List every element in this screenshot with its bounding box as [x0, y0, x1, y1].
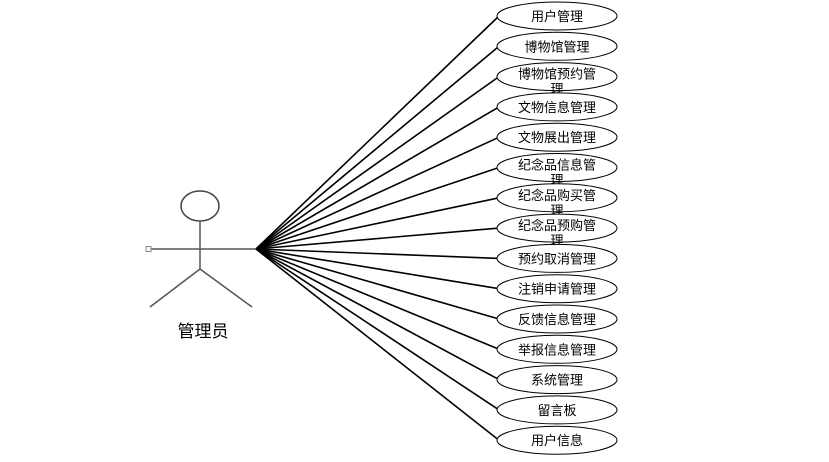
association-line — [255, 15, 500, 250]
use-case-label: 用户信息 — [531, 433, 583, 449]
actor-label: 管理员 — [178, 322, 229, 342]
use-case-ellipse — [496, 243, 618, 273]
use-case-label: 注销申请管理 — [518, 283, 596, 298]
use-case-label: 纪念品购买管 — [518, 188, 596, 204]
use-case-ellipse — [496, 395, 618, 425]
use-case-label: 纪念品信息管 — [518, 158, 596, 174]
association-line — [255, 248, 500, 351]
use-case-label: 举报信息管理 — [518, 342, 596, 358]
use-case-ellipse — [496, 92, 618, 122]
association-line — [255, 136, 500, 250]
association-line — [255, 248, 500, 381]
association-line — [255, 248, 500, 260]
actor-left-leg — [149, 268, 201, 308]
use-case-label: 预约取消管理 — [518, 252, 596, 267]
use-case-ellipse — [496, 31, 618, 61]
use-case: 预约取消管理 — [496, 243, 618, 273]
association-line — [255, 248, 500, 290]
actor-arm-handle — [145, 246, 152, 252]
use-case-group: 用户管理博物馆管理博物馆预约管理文物信息管理文物展出管理纪念品信息管理纪念品购买… — [496, 1, 618, 455]
association-line — [255, 248, 500, 320]
use-case: 文物信息管理 — [496, 92, 618, 122]
use-case: 文物展出管理 — [496, 122, 618, 152]
use-case-ellipse — [496, 365, 618, 395]
actor-right-leg — [199, 268, 253, 308]
actor-administrator: 管理员 — [145, 190, 256, 342]
use-case: 注销申请管理 — [496, 274, 618, 304]
actor-head — [180, 190, 220, 222]
use-case-label: 系统管理 — [531, 374, 583, 389]
use-case-ellipse — [496, 334, 618, 364]
use-case-ellipse — [496, 153, 618, 182]
association-line — [255, 75, 500, 250]
use-case-label: 纪念品预购管 — [518, 218, 596, 234]
use-case: 留言板 — [496, 395, 618, 425]
association-line — [255, 166, 500, 250]
use-case-ellipse — [496, 183, 618, 213]
association-line — [255, 106, 500, 250]
use-case-ellipse — [496, 62, 618, 92]
use-case-ellipse — [496, 213, 618, 243]
use-case-label: 博物馆管理 — [524, 40, 589, 55]
association-line — [255, 197, 500, 250]
use-case-label: 博物馆预约管 — [518, 68, 596, 83]
use-case: 用户管理 — [496, 1, 618, 31]
use-case-ellipse — [496, 1, 618, 31]
use-case: 系统管理 — [496, 365, 618, 395]
use-case-ellipse — [496, 425, 618, 455]
use-case-ellipse — [496, 122, 618, 152]
association-line — [255, 248, 500, 411]
use-case-ellipse — [496, 304, 618, 334]
use-case: 用户信息 — [496, 425, 618, 455]
use-case-ellipse — [496, 274, 618, 304]
use-case-label: 反馈信息管理 — [518, 312, 596, 328]
use-case: 反馈信息管理 — [496, 304, 618, 334]
association-line — [255, 45, 500, 250]
use-case: 举报信息管理 — [496, 334, 618, 364]
association-line — [255, 227, 500, 250]
use-case-label: 文物信息管理 — [518, 100, 596, 116]
use-case-label: 用户管理 — [531, 9, 583, 25]
association-line — [255, 248, 500, 441]
association-lines — [255, 15, 500, 441]
use-case: 博物馆管理 — [496, 31, 618, 61]
use-case-label: 文物展出管理 — [518, 131, 596, 146]
use-case-label: 留言板 — [537, 404, 576, 419]
